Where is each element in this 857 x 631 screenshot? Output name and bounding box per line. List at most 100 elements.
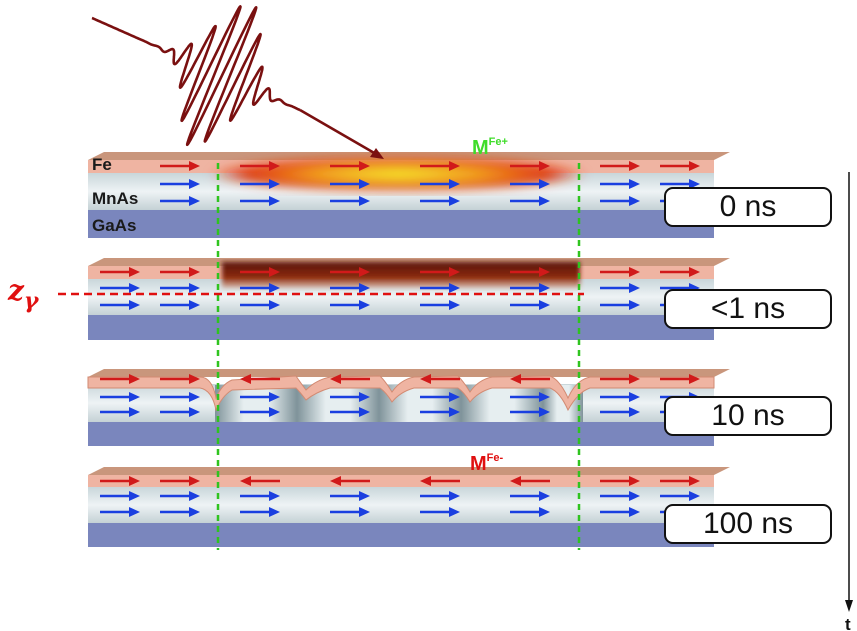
mnas-moment-arrow-icon — [100, 507, 140, 517]
depth-label: zγ — [7, 274, 40, 314]
gaas-substrate — [88, 315, 714, 340]
fe-layer-top-face — [88, 467, 730, 475]
fe-moment-arrow-icon — [600, 267, 640, 277]
laser-pulse-arrowhead-icon — [370, 148, 384, 159]
mnas-moment-arrow-icon — [160, 491, 200, 501]
mnas-moment-arrow-icon — [100, 407, 140, 417]
mnas-moment-arrow-icon — [510, 392, 550, 402]
fe-moment-arrow-icon — [240, 267, 280, 277]
mnas-moment-arrow-icon — [240, 507, 280, 517]
fe-moment-arrow-icon — [660, 476, 700, 486]
mnas-moment-arrow-icon — [510, 283, 550, 293]
depth-label-sub: γ — [24, 288, 40, 314]
magnetization-arrows — [100, 161, 700, 517]
magnetization-plus-label: MFe+ — [472, 136, 508, 159]
fe-moment-arrow-icon — [160, 267, 200, 277]
panel-100ns — [88, 467, 730, 547]
mnas-moment-arrow-icon — [600, 507, 640, 517]
mnas-moment-arrow-icon — [240, 179, 280, 189]
fe-moment-arrow-icon — [160, 374, 200, 384]
m-minus-sup: Fe- — [487, 452, 504, 464]
mnas-moment-arrow-icon — [510, 179, 550, 189]
mnas-moment-arrow-icon — [510, 507, 550, 517]
fe-moment-arrow-icon — [240, 374, 280, 384]
mnas-moment-arrow-icon — [160, 196, 200, 206]
fe-label: Fe — [92, 155, 112, 174]
fe-moment-arrow-icon — [330, 374, 370, 384]
depth-label-base: z — [7, 274, 25, 307]
mnas-moment-arrow-icon — [240, 300, 280, 310]
m-plus-base: M — [472, 137, 489, 159]
mnas-moment-arrow-icon — [600, 491, 640, 501]
mnas-moment-arrow-icon — [600, 407, 640, 417]
mnas-moment-arrow-icon — [420, 491, 460, 501]
mnas-moment-arrow-icon — [600, 283, 640, 293]
mnas-label: MnAs — [92, 189, 138, 208]
mnas-moment-arrow-icon — [330, 196, 370, 206]
fe-moment-arrow-icon — [160, 161, 200, 171]
fe-moment-arrow-icon — [660, 161, 700, 171]
mnas-moment-arrow-icon — [330, 283, 370, 293]
gaas-substrate — [88, 210, 714, 238]
fe-moment-arrow-icon — [240, 476, 280, 486]
mnas-moment-arrow-icon — [420, 507, 460, 517]
mnas-moment-arrow-icon — [240, 283, 280, 293]
mnas-moment-arrow-icon — [160, 179, 200, 189]
mnas-moment-arrow-icon — [330, 179, 370, 189]
mnas-moment-arrow-icon — [330, 392, 370, 402]
fe-moment-arrow-icon — [510, 161, 550, 171]
laser-pulse-wave — [91, 5, 301, 147]
fe-moment-arrow-icon — [100, 374, 140, 384]
fe-moment-arrow-icon — [510, 374, 550, 384]
mnas-moment-arrow-icon — [100, 283, 140, 293]
fe-moment-arrow-icon — [600, 161, 640, 171]
time-axis-arrowhead-icon — [845, 600, 853, 612]
mnas-moment-arrow-icon — [600, 196, 640, 206]
mnas-moment-arrow-icon — [510, 300, 550, 310]
laser-heated-spot — [208, 156, 588, 192]
mnas-moment-arrow-icon — [420, 392, 460, 402]
fe-moment-arrow-icon — [600, 374, 640, 384]
mnas-moment-arrow-icon — [330, 407, 370, 417]
mnas-moment-arrow-icon — [160, 392, 200, 402]
fe-moment-arrow-icon — [420, 267, 460, 277]
fe-moment-arrow-icon — [660, 267, 700, 277]
fe-moment-arrow-icon — [100, 476, 140, 486]
time-label-2: 10 ns — [664, 396, 832, 436]
mnas-moment-arrow-icon — [420, 179, 460, 189]
mnas-moment-arrow-icon — [510, 196, 550, 206]
gaas-substrate — [88, 422, 714, 446]
laser-pulse — [91, 5, 384, 159]
mnas-moment-arrow-icon — [600, 300, 640, 310]
mnas-moment-arrow-icon — [660, 491, 700, 501]
time-label-1: <1 ns — [664, 289, 832, 329]
fe-moment-arrow-icon — [510, 476, 550, 486]
panel-10ns — [87, 369, 730, 446]
mnas-moment-arrow-icon — [240, 491, 280, 501]
time-axis-label: t — [845, 615, 851, 631]
mnas-layer — [88, 487, 714, 523]
laser-pulse-arrow — [299, 108, 377, 156]
fe-moment-arrow-icon — [330, 161, 370, 171]
fe-moment-arrow-icon — [420, 374, 460, 384]
fe-moment-arrow-icon — [100, 267, 140, 277]
mnas-moment-arrow-icon — [240, 407, 280, 417]
fe-layer — [88, 475, 714, 487]
m-minus-base: M — [470, 453, 487, 475]
fe-moment-arrow-icon — [330, 476, 370, 486]
mnas-moment-arrow-icon — [160, 407, 200, 417]
mnas-domains — [215, 385, 583, 422]
fe-moment-arrow-icon — [510, 267, 550, 277]
gaas-label: GaAs — [92, 216, 136, 235]
mnas-moment-arrow-icon — [240, 196, 280, 206]
mnas-moment-arrow-icon — [510, 407, 550, 417]
mnas-moment-arrow-icon — [420, 300, 460, 310]
mnas-moment-arrow-icon — [420, 196, 460, 206]
mnas-moment-arrow-icon — [160, 300, 200, 310]
mnas-moment-arrow-icon — [510, 491, 550, 501]
mnas-moment-arrow-icon — [330, 507, 370, 517]
mnas-moment-arrow-icon — [660, 179, 700, 189]
mnas-moment-arrow-icon — [600, 179, 640, 189]
mnas-moment-arrow-icon — [600, 392, 640, 402]
